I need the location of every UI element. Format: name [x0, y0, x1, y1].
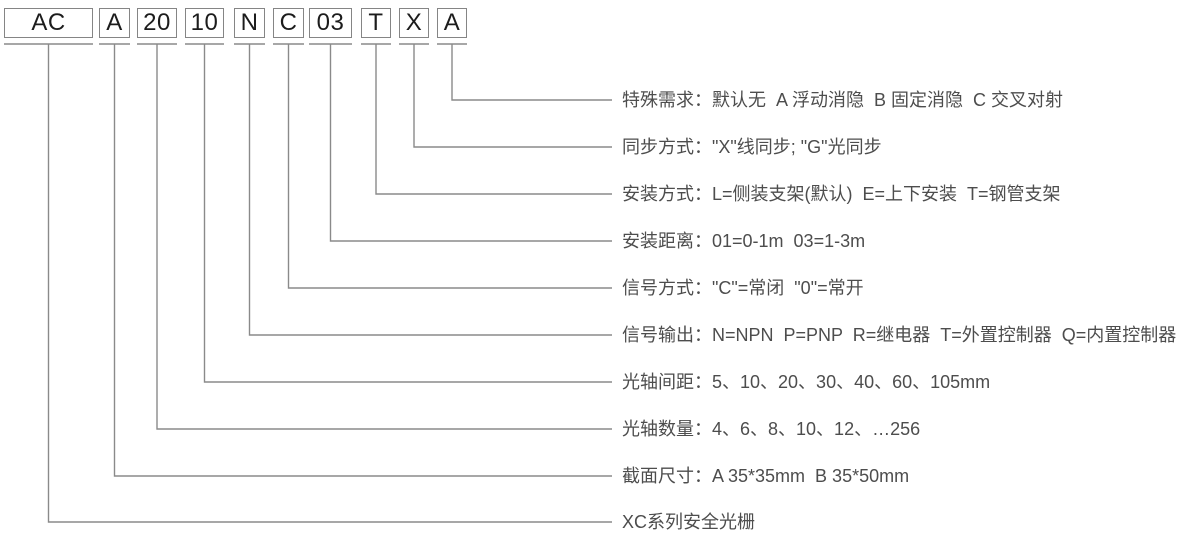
leader-install-distance — [329, 44, 612, 242]
code-box-signal-mode: C — [273, 8, 304, 38]
code-box-install-distance: 03 — [309, 8, 352, 38]
leader-beam-count — [156, 44, 612, 430]
leader-sync-method — [413, 44, 612, 148]
leader-install-method — [375, 44, 612, 195]
legend-row-signal-mode: 信号方式："C"=常闭 "0"=常开 — [622, 278, 864, 298]
leader-special-req — [451, 44, 612, 101]
code-box-section-size: A — [99, 8, 130, 38]
code-box-install-method: T — [361, 8, 391, 38]
leader-section-size — [113, 44, 612, 477]
code-box-sync-method: X — [399, 8, 429, 38]
legend-row-sync-method: 同步方式："X"线同步; "G"光同步 — [622, 137, 882, 157]
code-box-series: AC — [4, 8, 93, 38]
legend-row-install-method: 安装方式：L=侧装支架(默认) E=上下安装 T=钢管支架 — [622, 184, 1061, 204]
leader-beam-pitch — [203, 44, 612, 383]
code-box-beam-count: 20 — [137, 8, 177, 38]
code-box-beam-pitch: 10 — [185, 8, 224, 38]
legend-row-beam-pitch: 光轴间距：5、10、20、30、40、60、105mm — [622, 372, 991, 392]
legend-row-beam-count: 光轴数量：4、6、8、10、12、…256 — [622, 419, 921, 439]
legend-row-series: XC系列安全光栅 — [622, 512, 756, 532]
legend-row-special-req: 特殊需求：默认无 A 浮动消隐 B 固定消隐 C 交叉对射 — [622, 90, 1064, 110]
code-box-special-req: A — [437, 8, 467, 38]
leader-signal-mode — [287, 44, 612, 289]
code-box-signal-output: N — [234, 8, 265, 38]
legend-row-signal-output: 信号输出：N=NPN P=PNP R=继电器 T=外置控制器 Q=内置控制器 — [622, 325, 1177, 345]
leader-signal-output — [248, 44, 612, 336]
legend-row-section-size: 截面尺寸：A 35*35mm B 35*50mm — [622, 466, 910, 486]
legend-row-install-distance: 安装距离：01=0-1m 03=1-3m — [622, 231, 866, 251]
leader-series — [47, 44, 612, 523]
